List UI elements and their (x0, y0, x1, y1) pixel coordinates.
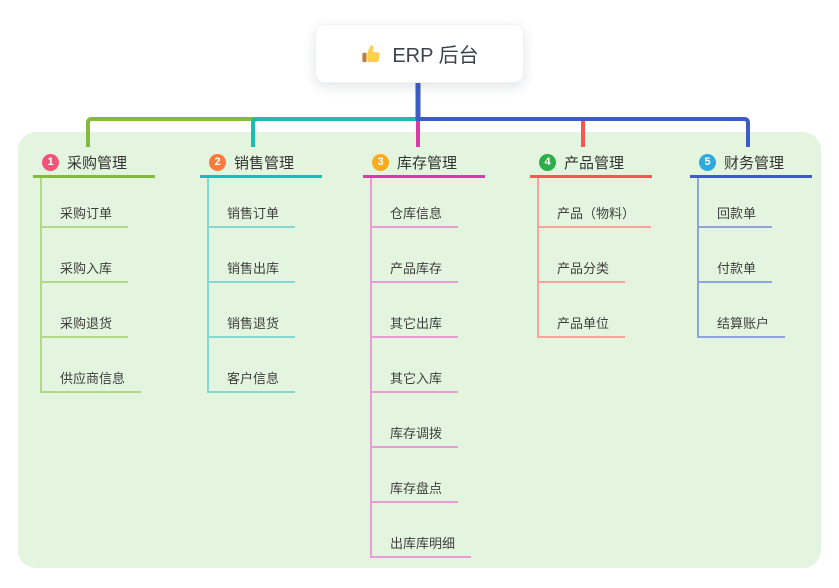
root-label: ERP 后台 (392, 45, 479, 67)
branch-children: 产品（物料） 产品分类产品单位 (537, 178, 652, 338)
child-node-row: 供应商信息 (42, 338, 155, 393)
branch-index-badge: 1 (42, 153, 59, 171)
branch-children: 回款单付款单结算账户 (697, 178, 812, 338)
child-node-row: 销售退货 (209, 283, 322, 338)
branch-title-label: 销售管理 (234, 154, 295, 172)
child-node[interactable]: 库存盘点 (372, 478, 459, 503)
branch-title[interactable]: 4 产品管理 (530, 149, 652, 178)
child-node[interactable]: 出库库明细 (372, 533, 472, 558)
child-node[interactable]: 采购入库 (42, 258, 129, 283)
branch-index-badge: 3 (372, 153, 389, 171)
child-node-row: 回款单 (699, 178, 812, 228)
branch-index-badge: 4 (539, 153, 556, 171)
child-node-row: 产品分类 (539, 228, 652, 283)
child-node-row: 销售出库 (209, 228, 322, 283)
branch-children: 仓库信息产品库存其它出库其它入库库存调拨库存盘点出库库明细 (370, 178, 485, 558)
child-node-row: 出库库明细 (372, 503, 485, 558)
child-node[interactable]: 其它入库 (372, 368, 459, 393)
branch-title-label: 产品管理 (564, 154, 625, 172)
child-node-row: 采购入库 (42, 228, 155, 283)
branch-销售管理: 2 销售管理销售订单销售出库销售退货客户信息 (200, 149, 322, 393)
branch-产品管理: 4 产品管理产品（物料） 产品分类产品单位 (530, 149, 652, 338)
branch-采购管理: 1 采购管理采购订单采购入库采购退货供应商信息 (33, 149, 155, 393)
branch-title[interactable]: 2 销售管理 (200, 149, 322, 178)
child-node[interactable]: 采购退货 (42, 313, 129, 338)
child-node[interactable]: 产品分类 (539, 258, 626, 283)
branch-title-label: 采购管理 (67, 154, 128, 172)
child-node[interactable]: 其它出库 (372, 313, 459, 338)
child-node[interactable]: 库存调拨 (372, 423, 459, 448)
child-node-row: 库存盘点 (372, 448, 485, 503)
branch-库存管理: 3 库存管理仓库信息产品库存其它出库其它入库库存调拨库存盘点出库库明细 (363, 149, 485, 558)
child-node[interactable]: 采购订单 (42, 203, 129, 228)
branch-title[interactable]: 5 财务管理 (690, 149, 812, 178)
branch-title-label: 财务管理 (724, 154, 785, 172)
child-node[interactable]: 回款单 (699, 203, 773, 228)
root-node[interactable]: ERP 后台 (315, 24, 524, 83)
branch-children: 采购订单采购入库采购退货供应商信息 (40, 178, 155, 393)
child-node[interactable]: 供应商信息 (42, 368, 142, 393)
child-node-row: 其它出库 (372, 283, 485, 338)
child-node-row: 仓库信息 (372, 178, 485, 228)
child-node[interactable]: 销售订单 (209, 203, 296, 228)
child-node-row: 付款单 (699, 228, 812, 283)
child-node-row: 其它入库 (372, 338, 485, 393)
branch-index-badge: 5 (699, 153, 716, 171)
child-node[interactable]: 产品（物料） (539, 203, 652, 228)
branch-title[interactable]: 1 采购管理 (33, 149, 155, 178)
child-node-row: 库存调拨 (372, 393, 485, 448)
child-node-row: 产品库存 (372, 228, 485, 283)
child-node-row: 客户信息 (209, 338, 322, 393)
child-node[interactable]: 产品库存 (372, 258, 459, 283)
branch-title-label: 库存管理 (397, 154, 458, 172)
child-node-row: 采购订单 (42, 178, 155, 228)
child-node[interactable]: 产品单位 (539, 313, 626, 338)
branch-财务管理: 5 财务管理回款单付款单结算账户 (690, 149, 812, 338)
child-node[interactable]: 付款单 (699, 258, 773, 283)
branches-panel (18, 132, 821, 568)
child-node[interactable]: 结算账户 (699, 313, 786, 338)
branch-index-badge: 2 (209, 153, 226, 171)
child-node-row: 结算账户 (699, 283, 812, 338)
child-node[interactable]: 销售出库 (209, 258, 296, 283)
child-node[interactable]: 客户信息 (209, 368, 296, 393)
child-node-row: 销售订单 (209, 178, 322, 228)
thumbs-up-icon (360, 43, 382, 65)
child-node[interactable]: 仓库信息 (372, 203, 459, 228)
child-node-row: 产品单位 (539, 283, 652, 338)
branch-title[interactable]: 3 库存管理 (363, 149, 485, 178)
branch-children: 销售订单销售出库销售退货客户信息 (207, 178, 322, 393)
child-node-row: 产品（物料） (539, 178, 652, 228)
child-node[interactable]: 销售退货 (209, 313, 296, 338)
child-node-row: 采购退货 (42, 283, 155, 338)
